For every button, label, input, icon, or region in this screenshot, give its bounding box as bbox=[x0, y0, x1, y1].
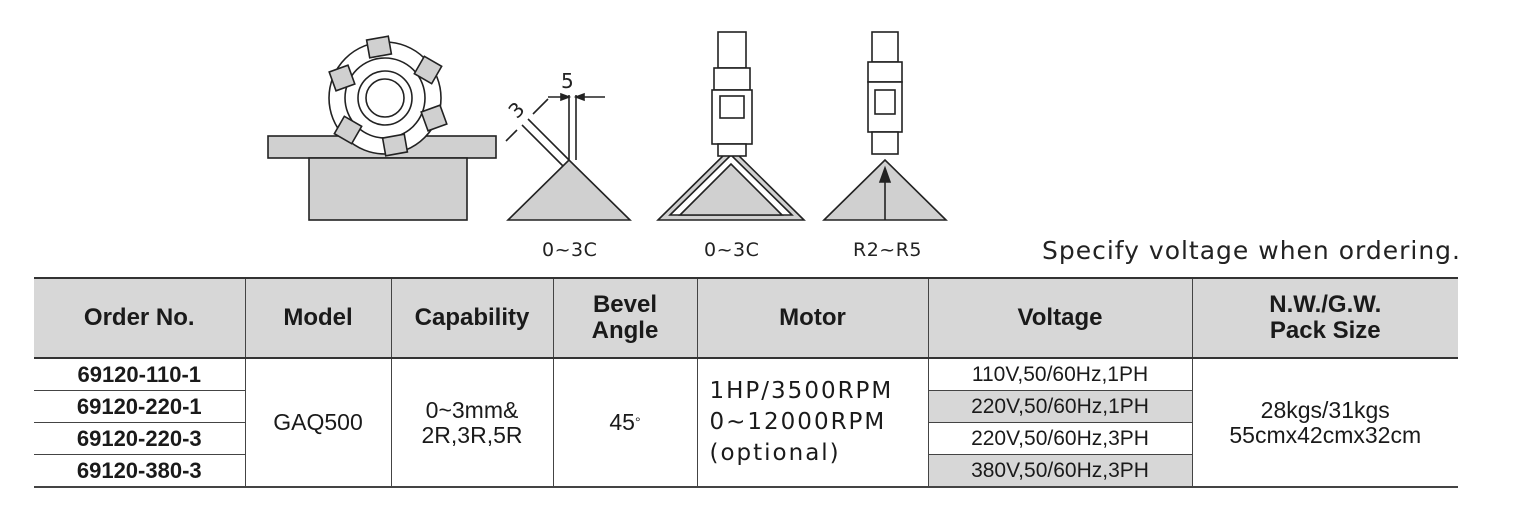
header-nwgw-line1: N.W./G.W. bbox=[1269, 291, 1382, 318]
radius-tool-diagram bbox=[822, 31, 948, 221]
weight-value: 28kgs/31kgs bbox=[1260, 396, 1390, 423]
header-order-no: Order No. bbox=[34, 278, 245, 358]
voltage-cell: 110V,50/60Hz,1PH bbox=[927, 358, 1192, 391]
capability-line1: 0~3mm& bbox=[425, 396, 519, 423]
capability-line2: 2R,3R,5R bbox=[421, 421, 523, 448]
model-cell: GAQ500 bbox=[244, 358, 391, 488]
figure-label-bevel: 0~3C bbox=[542, 239, 598, 261]
motor-line3: (optional) bbox=[709, 440, 841, 466]
motor-line2: 0~12000RPM bbox=[709, 409, 887, 435]
voltage-note: Specify voltage when ordering. bbox=[1041, 236, 1461, 265]
motor-line1: 1HP/3500RPM bbox=[709, 378, 894, 404]
bevel-angle-cell: 45° bbox=[552, 358, 697, 488]
chamfer-tool-diagram bbox=[656, 31, 806, 221]
table-row: 69120-380-3 380V,50/60Hz,3PH bbox=[34, 454, 1458, 488]
order-number-cell: 69120-110-1 bbox=[34, 358, 245, 391]
table-row: 69120-110-1 GAQ500 0~3mm&2R,3R,5R 45° 1H… bbox=[34, 358, 1458, 488]
figure-label-radius: R2~R5 bbox=[853, 239, 922, 261]
order-number-cell: 69120-220-1 bbox=[34, 390, 245, 423]
pack-size-value: 55cmx42cmx32cm bbox=[1229, 421, 1422, 448]
voltage-cell: 220V,50/60Hz,3PH bbox=[927, 422, 1192, 455]
header-motor: Motor bbox=[696, 278, 928, 358]
header-bevel-line2: Angle bbox=[591, 317, 659, 344]
figure-label-chamfer: 0~3C bbox=[704, 239, 760, 261]
cutter-workpiece-diagram bbox=[267, 35, 497, 221]
header-model: Model bbox=[244, 278, 391, 358]
header-voltage: Voltage bbox=[927, 278, 1192, 358]
bevel-dimension-diagram bbox=[505, 92, 632, 221]
voltage-cell: 380V,50/60Hz,3PH bbox=[927, 454, 1192, 488]
diagram-illustrations bbox=[267, 31, 948, 221]
table-row: 69120-220-3 220V,50/60Hz,3PH bbox=[34, 422, 1458, 455]
table-row: 69120-220-1 220V,50/60Hz,1PH bbox=[34, 390, 1458, 423]
order-number-cell: 69120-380-3 bbox=[34, 454, 245, 488]
header-capability: Capability bbox=[390, 278, 553, 358]
bevel-angle-value: 45 bbox=[609, 409, 635, 435]
header-weight-pack: N.W./G.W.Pack Size bbox=[1191, 278, 1458, 358]
spec-table-body: 69120-110-1 GAQ500 0~3mm&2R,3R,5R 45° 1H… bbox=[34, 358, 1458, 488]
dimension-5-label: 5 bbox=[561, 69, 574, 93]
order-number-cell: 69120-220-3 bbox=[34, 422, 245, 455]
header-pack-line2: Pack Size bbox=[1269, 317, 1381, 344]
product-figures: 5 3 0~3C 0~3C R2~R5 bbox=[267, 31, 948, 261]
motor-cell: 1HP/3500RPM 0~12000RPM (optional) bbox=[696, 358, 928, 488]
header-bevel-line1: Bevel bbox=[592, 291, 658, 318]
capability-cell: 0~3mm&2R,3R,5R bbox=[390, 358, 553, 488]
bevel-angle-unit: ° bbox=[634, 414, 641, 430]
voltage-cell: 220V,50/60Hz,1PH bbox=[927, 390, 1192, 423]
